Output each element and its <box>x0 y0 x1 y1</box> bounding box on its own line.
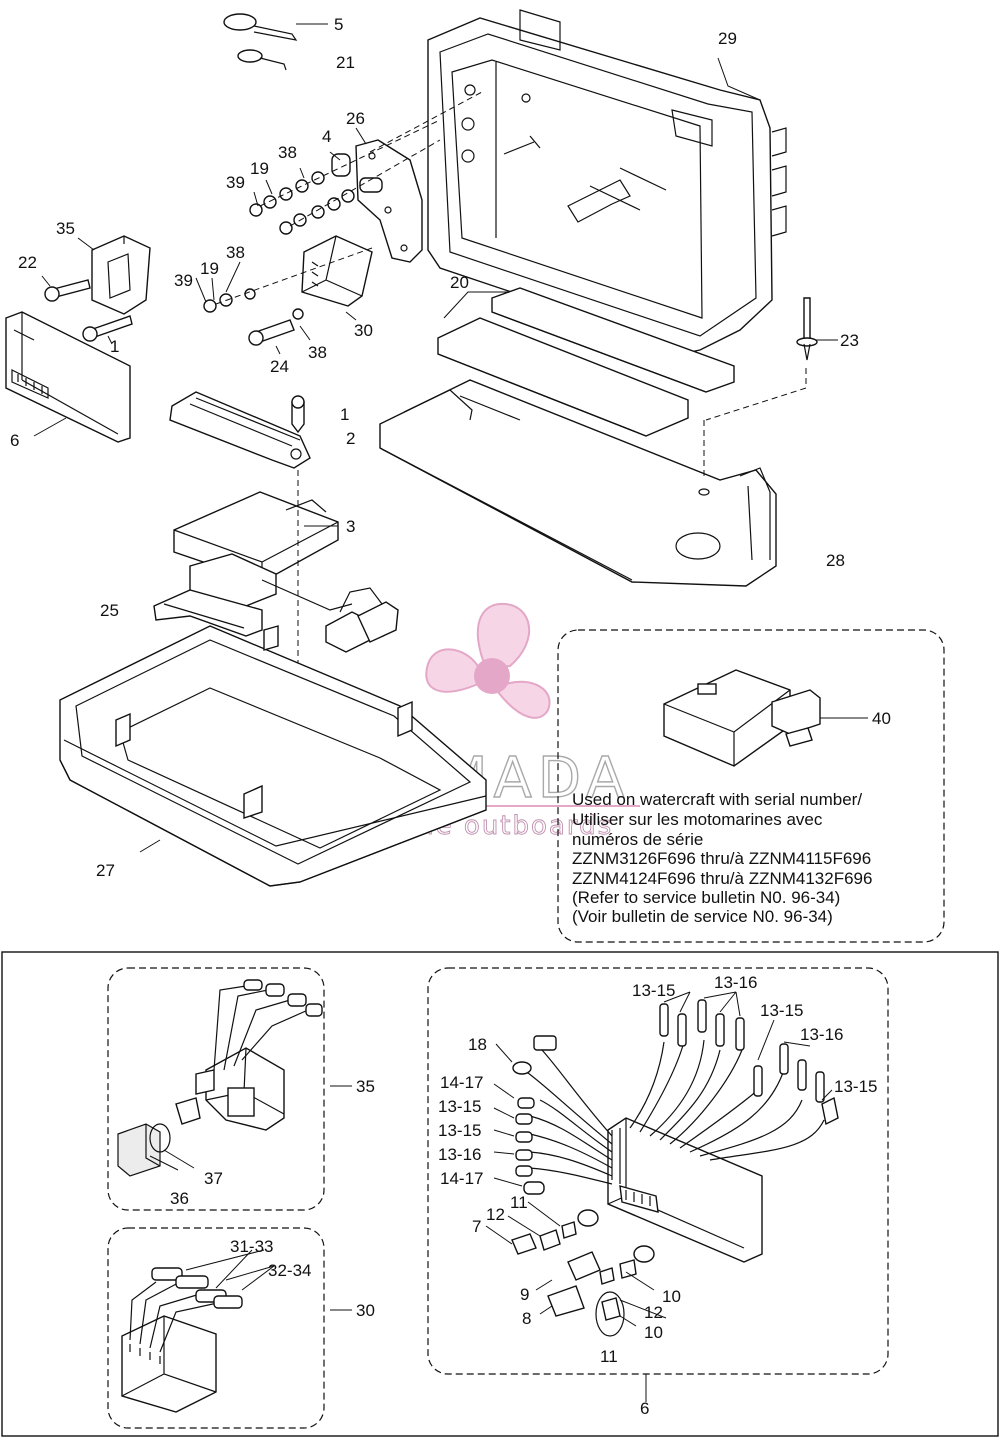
label-part-40: 40 <box>872 709 891 728</box>
note-line-6: (Refer to service bulletin N0. 96-34) <box>572 888 840 907</box>
label-part-35: 35 <box>56 219 75 238</box>
label-detail-13-15-a: 13-15 <box>632 981 675 1000</box>
inset-box-40 <box>557 629 945 943</box>
label-detail-35: 35 <box>356 1077 375 1096</box>
note-line-4: ZZNM3126F696 thru/à ZZNM4115F696 <box>572 849 871 868</box>
part-28-base <box>379 297 818 587</box>
label-part-39-upper: 39 <box>226 173 245 192</box>
part-29-electrical-box <box>427 9 787 353</box>
part-labels: 5 21 29 26 4 38 19 39 35 22 38 39 19 30 … <box>10 15 891 880</box>
label-detail-14-17-a: 14-17 <box>440 1073 483 1092</box>
label-detail-13-15-d: 13-15 <box>438 1097 481 1116</box>
label-part-24: 24 <box>270 357 289 376</box>
label-detail-13-16-b: 13-16 <box>800 1025 843 1044</box>
label-part-21: 21 <box>336 53 355 72</box>
detail-30-relay <box>121 1267 243 1413</box>
label-detail-18: 18 <box>468 1035 487 1054</box>
label-detail-10-a: 10 <box>662 1287 681 1306</box>
label-detail-14-17-b: 14-17 <box>440 1169 483 1188</box>
detail-box-6 <box>427 967 889 1375</box>
part-2-strap <box>169 391 311 469</box>
label-part-5: 5 <box>334 15 343 34</box>
note-line-3: numéros de série <box>572 830 703 849</box>
note-line-5: ZZNM4124F696 thru/à ZZNM4132F696 <box>572 869 872 888</box>
detail-box-30 <box>107 1227 325 1429</box>
label-part-2: 2 <box>346 429 355 448</box>
detail-labels: 35 37 36 31-33 32-34 30 13-15 13-16 13-1… <box>170 973 877 1418</box>
detail-box-35 <box>107 967 325 1211</box>
label-part-6: 6 <box>10 431 19 450</box>
part-25-rail <box>153 589 263 637</box>
label-part-38-upper: 38 <box>278 143 297 162</box>
note-line-2: Utiliser sur les motomarines avec <box>572 810 823 829</box>
label-detail-11-b: 11 <box>600 1347 618 1366</box>
label-detail-10-b: 10 <box>644 1323 663 1342</box>
part-27-tray <box>59 625 487 887</box>
label-part-1-center: 1 <box>340 405 349 424</box>
label-detail-30: 30 <box>356 1301 375 1320</box>
label-detail-12-b: 12 <box>644 1303 663 1322</box>
part-30-relay <box>203 235 373 346</box>
part-20-pads <box>437 287 735 437</box>
label-part-30: 30 <box>354 321 373 340</box>
label-part-19-upper: 19 <box>250 159 269 178</box>
part-26-mounting-plate <box>355 139 423 263</box>
label-part-26: 26 <box>346 109 365 128</box>
serial-number-note: Used on watercraft with serial number/ U… <box>572 790 872 926</box>
label-part-4: 4 <box>322 127 331 146</box>
label-part-38-middle: 38 <box>226 243 245 262</box>
label-part-19-lower: 19 <box>200 259 219 278</box>
label-detail-7: 7 <box>472 1217 481 1236</box>
detail-frame <box>1 951 999 1437</box>
label-detail-13-15-b: 13-15 <box>760 1001 803 1020</box>
label-part-28: 28 <box>826 551 845 570</box>
label-detail-8: 8 <box>522 1309 531 1328</box>
label-part-3: 3 <box>346 517 355 536</box>
label-part-39-lower: 39 <box>174 271 193 290</box>
part-6-circuit-board <box>5 311 131 443</box>
label-detail-13-16-c: 13-16 <box>438 1145 481 1164</box>
label-detail-13-15-c: 13-15 <box>834 1077 877 1096</box>
label-detail-12-a: 12 <box>486 1205 505 1224</box>
label-detail-9: 9 <box>520 1285 529 1304</box>
label-detail-11-a: 11 <box>510 1193 528 1212</box>
label-detail-6: 6 <box>640 1399 649 1418</box>
hardware-stack-upper <box>249 119 441 235</box>
part-40-module <box>663 669 821 767</box>
label-part-1-left: 1 <box>110 337 119 356</box>
note-line-1: Used on watercraft with serial number/ <box>572 790 862 809</box>
propeller-icon <box>425 602 551 719</box>
note-line-7: (Voir bulletin de service N0. 96-34) <box>572 907 833 926</box>
part-35-rectifier <box>44 235 151 342</box>
label-part-38-lower: 38 <box>308 343 327 362</box>
label-part-29: 29 <box>718 29 737 48</box>
detail-6-circuit-board <box>511 999 839 1337</box>
label-part-25: 25 <box>100 601 119 620</box>
label-part-20: 20 <box>450 273 469 292</box>
label-part-27: 27 <box>96 861 115 880</box>
label-detail-36: 36 <box>170 1189 189 1208</box>
label-detail-32-34: 32-34 <box>268 1261 311 1280</box>
label-detail-37: 37 <box>204 1169 223 1188</box>
part-5-21-ties <box>223 13 298 71</box>
label-part-23: 23 <box>840 331 859 350</box>
label-part-22: 22 <box>18 253 37 272</box>
label-detail-13-16-a: 13-16 <box>714 973 757 992</box>
label-detail-31-33: 31-33 <box>230 1237 273 1256</box>
label-detail-13-15-e: 13-15 <box>438 1121 481 1140</box>
detail-35-rectifier <box>117 979 323 1177</box>
leader-lines <box>33 23 868 1402</box>
